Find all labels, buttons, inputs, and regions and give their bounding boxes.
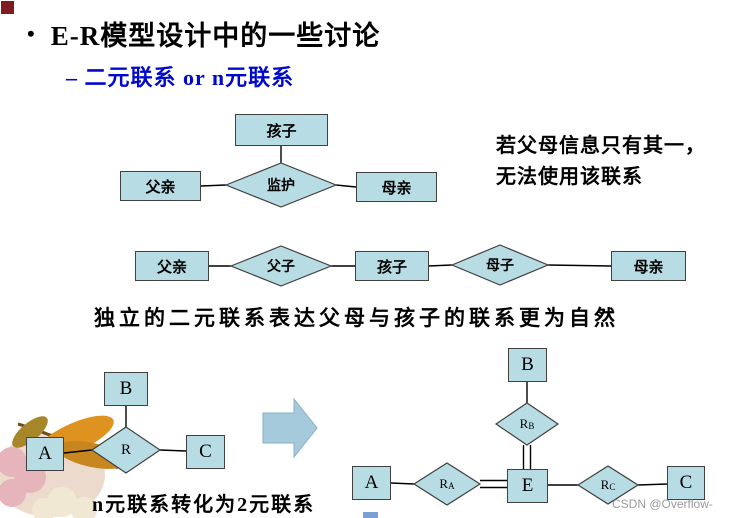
entity-a-converted: A [352,466,391,500]
entity-child-binary: 孩子 [355,251,429,281]
caption-nary: n元联系转化为2元联系 [92,494,316,516]
relation-r-label: R [120,441,131,458]
rb-main: R [519,416,529,431]
diamond-mother-child [450,244,550,286]
entity-father-binary: 父亲 [135,251,209,281]
entity-mother-binary: 母亲 [611,251,686,281]
entity-father-guardian: 父亲 [120,171,201,201]
diamond-guardian [224,162,338,208]
entity-mother-guardian: 母亲 [356,172,437,202]
rc-main: R [600,477,610,492]
note-text: 若父母信息只有其一， 无法使用该联系 [496,131,706,193]
page-title: E-R模型设计中的一些讨论 [50,21,381,51]
entity-b-converted: B [508,348,547,382]
caption-binary: 独立的二元联系表达父母与孩子的联系更为自然 [94,306,619,330]
transform-arrow [262,397,318,459]
diamond-ra [412,462,482,506]
relation-mother-child-label: 母子 [486,259,514,274]
relation-guardian-label: 监护 [267,179,295,194]
ra-main: R [439,476,449,491]
entity-c-converted: C [667,466,705,500]
diamond-rc [576,465,640,505]
diamond-r [90,426,162,474]
note-line1: 若父母信息只有其一， [496,135,706,157]
bottom-edge-fragment [363,512,378,518]
entity-b-nary: B [104,372,148,406]
slide-title-row: • E-R模型设计中的一些讨论 [27,14,380,53]
relation-diamonds [90,162,640,506]
title-bullet-icon: • [27,20,35,46]
rc-sub: C [609,481,616,492]
note-line2: 无法使用该联系 [496,166,643,188]
diamond-rb [494,402,560,446]
top-left-marker [1,1,14,14]
diamond-father-child [229,245,333,287]
entity-e-converted: E [507,469,548,503]
rb-sub: B [528,420,535,431]
entity-a-nary: A [26,437,64,471]
entity-c-nary: C [186,435,225,469]
watermark: CSDN @Overflow- [612,497,713,511]
relation-father-child-label: 父子 [267,260,295,275]
slide-subtitle: – 二元联系 or n元联系 [66,65,295,90]
connector-lines [63,146,668,489]
ra-sub: A [448,480,455,491]
entity-child-guardian: 孩子 [235,114,328,146]
